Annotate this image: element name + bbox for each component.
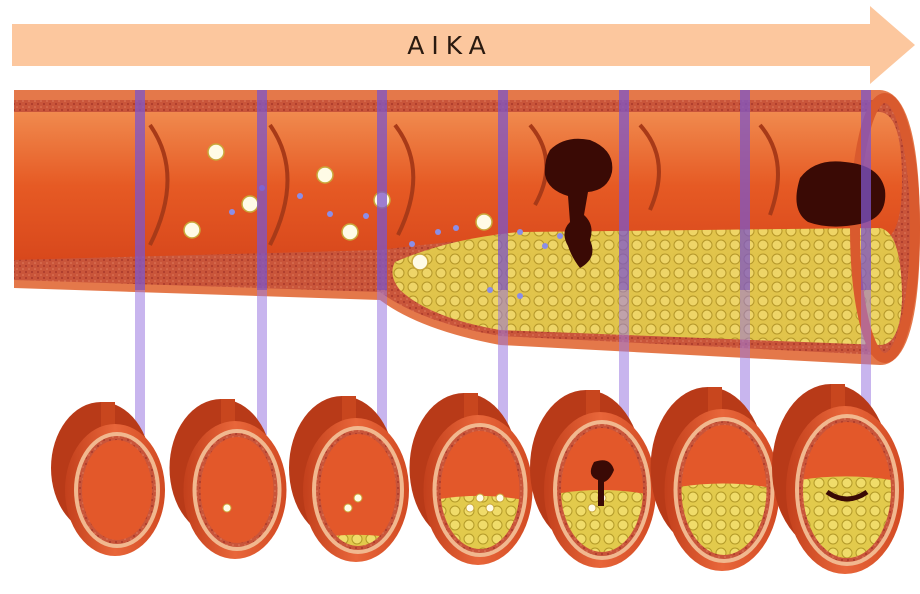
section-lumen xyxy=(82,440,152,540)
cross-section-stage-7 xyxy=(772,384,904,574)
cross-sections xyxy=(51,384,904,574)
cross-section-stage-1 xyxy=(51,402,165,556)
section-lumen xyxy=(201,437,274,543)
section-immune-cell xyxy=(496,494,504,502)
section-immune-cell xyxy=(344,504,352,512)
cross-section-stage-2 xyxy=(170,399,287,559)
occlusive-clot xyxy=(796,161,885,226)
section-lumen xyxy=(320,434,396,546)
section-immune-cell xyxy=(486,504,494,512)
section-immune-cell xyxy=(476,494,484,502)
stage-marker-top xyxy=(740,90,750,290)
stage-marker-top xyxy=(861,90,871,290)
stage-marker-top xyxy=(619,90,629,290)
stage-marker-top xyxy=(377,90,387,290)
stage-marker-top xyxy=(135,90,145,290)
artery-longitudinal xyxy=(14,90,920,365)
section-immune-cell xyxy=(466,504,474,512)
cross-section-stage-4 xyxy=(410,393,533,565)
stage-marker-top xyxy=(257,90,267,290)
timeline-label: AIKA xyxy=(407,31,493,60)
cross-section-stage-3 xyxy=(289,396,409,562)
cross-section-stage-6 xyxy=(651,387,780,571)
stage-marker-top xyxy=(498,90,508,290)
section-immune-cell xyxy=(354,494,362,502)
section-immune-cell xyxy=(588,504,596,512)
section-immune-cell xyxy=(223,504,231,512)
cross-section-stage-5 xyxy=(530,390,656,568)
